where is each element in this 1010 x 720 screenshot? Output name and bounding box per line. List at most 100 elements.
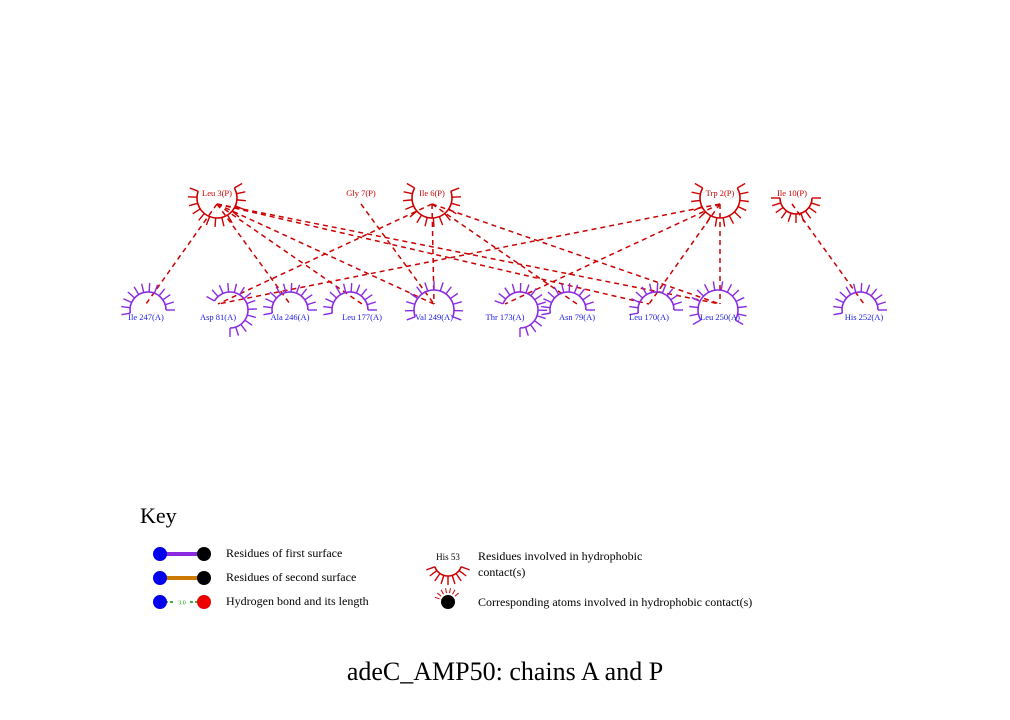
- arc-curve: [699, 187, 741, 219]
- arc-spoke: [140, 283, 145, 293]
- arc-spoke: [808, 206, 817, 214]
- arc-spoke: [641, 286, 648, 295]
- atom-spoke: [454, 592, 460, 597]
- arc-spoke: [240, 323, 247, 333]
- arc-spoke: [405, 205, 414, 211]
- arc-spoke: [694, 182, 704, 189]
- atom-spoke: [445, 588, 447, 594]
- arc-spoke: [656, 283, 659, 293]
- arc-spoke: [460, 566, 470, 571]
- arc-spoke: [335, 286, 342, 295]
- hydrophobic-arc-val249: [404, 281, 464, 321]
- arc-spoke: [282, 283, 287, 293]
- arc-spoke: [406, 301, 416, 305]
- arc-curve: [434, 566, 462, 577]
- arc-spoke: [696, 289, 705, 297]
- key-hbond: 3.0 Hydrogen bond and its length: [153, 594, 369, 609]
- atom-spoke: [452, 589, 456, 595]
- arc-spoke: [693, 205, 703, 212]
- hydrophobic-arc-his252: [833, 283, 887, 316]
- arc-spoke: [666, 288, 674, 297]
- contact-line-trp2-thr173: [504, 203, 721, 305]
- arc-spoke: [290, 283, 293, 293]
- arc-spoke: [737, 205, 747, 212]
- key-hydrophobic-atoms-label: Corresponding atoms involved in hydropho…: [478, 595, 752, 609]
- arc-spoke: [568, 283, 571, 293]
- arc-spoke: [731, 289, 740, 297]
- arc-spoke: [164, 301, 174, 306]
- arc-spoke: [536, 301, 547, 306]
- arc-spoke: [772, 202, 781, 207]
- arc-spoke: [439, 282, 444, 292]
- arc-spoke: [728, 215, 735, 225]
- contact-line-gly7-val249: [360, 203, 435, 305]
- atom-spoke: [434, 596, 440, 600]
- arc-spoke: [529, 324, 537, 333]
- arc-spoke: [865, 284, 871, 294]
- arc-spoke: [406, 182, 416, 189]
- arc-spoke: [845, 286, 852, 295]
- arc-spoke: [635, 291, 644, 299]
- arc-spoke: [800, 213, 805, 222]
- residue-label-asn79: Asn 79(A): [559, 312, 595, 322]
- residue-label-val249: Val 249(A): [415, 312, 453, 322]
- arc-spoke: [737, 313, 747, 317]
- arc-spoke: [839, 291, 848, 299]
- arc-spoke: [265, 298, 274, 304]
- arc-spoke: [231, 210, 240, 218]
- residue-label-ile247: Ile 247(A): [128, 312, 164, 322]
- arc-curve: [331, 291, 369, 314]
- black-atom-icon: [441, 595, 455, 609]
- residue-label-his252: His 252(A): [845, 312, 884, 322]
- diagram-caption: adeC_AMP50: chains A and P: [347, 657, 663, 686]
- hydrophobic-arcs: [121, 182, 887, 337]
- arc-spoke: [236, 199, 246, 202]
- arc-spoke: [424, 217, 428, 227]
- arc-spoke: [444, 213, 451, 221]
- arc-spoke: [306, 301, 316, 306]
- red-atom-icon: [197, 595, 211, 609]
- arc-spoke: [582, 294, 591, 301]
- residue-label-ala246: Ala 246(A): [271, 312, 310, 322]
- arc-curve: [779, 197, 813, 215]
- arc-spoke: [530, 288, 537, 297]
- arc-spoke: [705, 215, 712, 225]
- arc-spoke: [452, 316, 462, 321]
- arc-spoke: [247, 314, 257, 319]
- arc-spoke: [560, 283, 565, 293]
- arc-spoke: [445, 286, 452, 295]
- black-atom-icon: [197, 571, 211, 585]
- arc-spoke: [448, 208, 457, 215]
- arc-spoke: [450, 187, 460, 192]
- arc-spoke: [698, 211, 707, 219]
- arc-curve: [697, 289, 739, 321]
- hydrophobic-arc-leu177: [323, 283, 377, 316]
- contact-line-leu3-leu177: [216, 203, 363, 305]
- hydrophobic-arc-icon: [426, 566, 470, 585]
- arc-spoke: [689, 313, 699, 317]
- key-hydrophobic-label-2: contact(s): [478, 565, 525, 579]
- arc-spoke: [629, 312, 639, 316]
- residue-label-asp81: Asp 81(A): [200, 312, 236, 322]
- arc-spoke: [451, 202, 461, 207]
- arc-spoke: [648, 283, 653, 293]
- arc-spoke: [455, 573, 462, 582]
- contact-line-ile6-leu250: [431, 203, 721, 305]
- hydrophobic-arc-thr173: [494, 282, 548, 337]
- hydrophobic-arc-ile10: [771, 197, 821, 223]
- arc-spoke: [275, 286, 282, 295]
- key-hydrophobic-atoms: Corresponding atoms involved in hydropho…: [434, 588, 752, 609]
- hydrophobic-arc-ile247: [121, 283, 175, 316]
- arc-spoke: [874, 294, 883, 301]
- key-hydrophobic: His 53 Residues involved in hydrophobic …: [426, 549, 642, 585]
- arc-spoke: [733, 211, 742, 219]
- residue-label-leu177: Leu 177(A): [342, 312, 382, 322]
- arc-curve: [129, 291, 167, 314]
- hydrophobic-arc-trp2: [691, 182, 749, 227]
- arc-spoke: [458, 569, 467, 577]
- arc-spoke: [198, 213, 205, 221]
- arc-spoke: [852, 283, 857, 293]
- arc-spoke: [498, 292, 507, 300]
- arc-spoke: [350, 283, 353, 293]
